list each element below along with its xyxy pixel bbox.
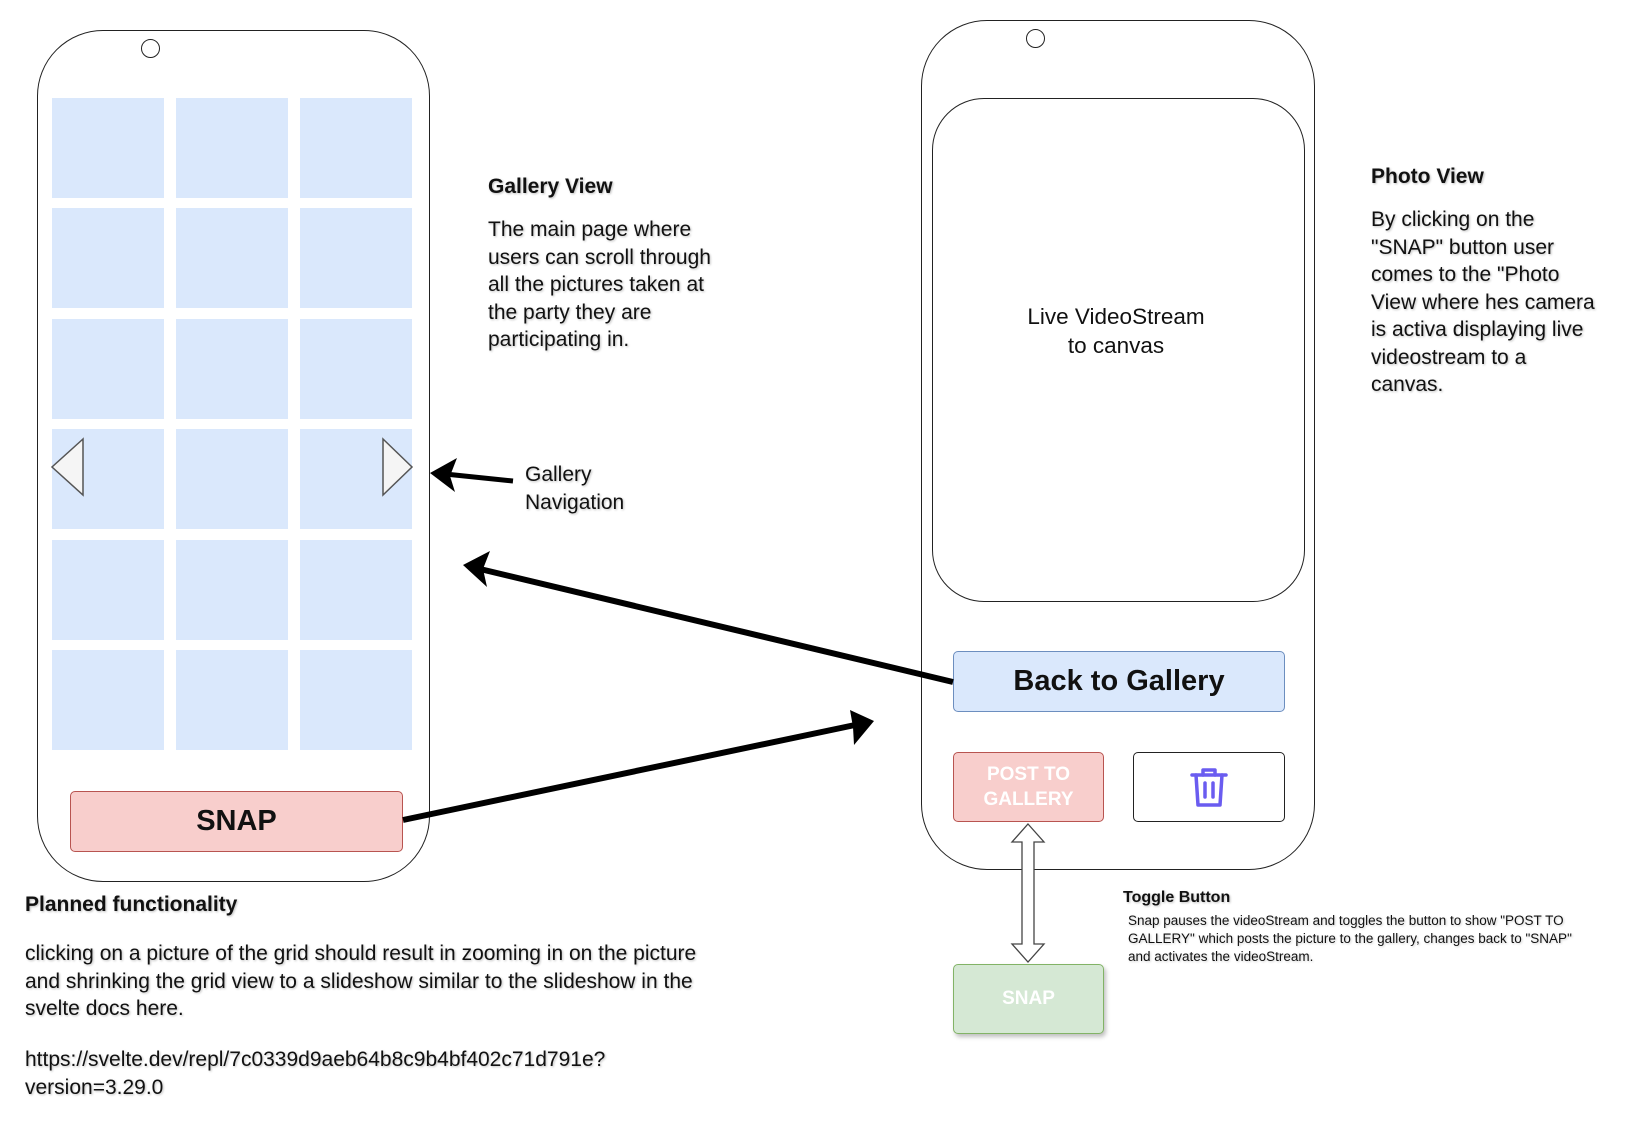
gallery-thumbnail[interactable] bbox=[300, 429, 412, 530]
gallery-phone-camera bbox=[141, 39, 160, 58]
planned-functionality-description: clicking on a picture of the grid should… bbox=[25, 942, 697, 1020]
gallery-thumbnail[interactable] bbox=[300, 649, 412, 750]
post-to-gallery-button[interactable]: POST TO GALLERY bbox=[953, 752, 1104, 822]
snap-toggle-button[interactable]: SNAP bbox=[953, 964, 1104, 1034]
svelte-docs-link[interactable]: https://svelte.dev/repl/7c0339d9aeb64b8c… bbox=[25, 1048, 606, 1099]
gallery-thumbnail[interactable] bbox=[52, 649, 164, 750]
gallery-grid bbox=[52, 98, 412, 750]
gallery-thumbnail[interactable] bbox=[176, 539, 288, 640]
gallery-thumbnail[interactable] bbox=[52, 429, 164, 530]
gallery-thumbnail[interactable] bbox=[300, 98, 412, 198]
gallery-navigation-label: Gallery Navigation bbox=[525, 463, 625, 514]
video-canvas bbox=[932, 98, 1305, 602]
post-to-gallery-label-line2: GALLERY bbox=[983, 789, 1074, 810]
gallery-thumbnail[interactable] bbox=[176, 429, 288, 530]
toggle-button-title: Toggle Button bbox=[1123, 889, 1231, 906]
gallery-thumbnail[interactable] bbox=[176, 649, 288, 750]
back-to-gallery-button[interactable]: Back to Gallery bbox=[953, 651, 1285, 712]
gallery-thumbnail[interactable] bbox=[176, 318, 288, 419]
gallery-thumbnail[interactable] bbox=[300, 208, 412, 309]
gallery-thumbnail[interactable] bbox=[52, 208, 164, 309]
toggle-button-description: Snap pauses the videoStream and toggles … bbox=[1128, 913, 1572, 964]
delete-button[interactable] bbox=[1133, 752, 1285, 822]
gallery-thumbnail[interactable] bbox=[52, 318, 164, 419]
gallery-thumbnail[interactable] bbox=[300, 539, 412, 640]
planned-functionality-title: Planned functionality bbox=[25, 893, 238, 916]
gallery-thumbnail[interactable] bbox=[300, 318, 412, 419]
back-to-gallery-label: Back to Gallery bbox=[1013, 665, 1225, 697]
post-to-gallery-label-line1: POST TO bbox=[986, 764, 1071, 785]
gallery-thumbnail[interactable] bbox=[52, 98, 164, 198]
photo-view-title: Photo View bbox=[1371, 165, 1484, 188]
trash-icon bbox=[1190, 768, 1228, 807]
video-canvas-label: Live VideoStream to canvas bbox=[1027, 304, 1205, 358]
photo-phone-camera bbox=[1026, 29, 1045, 48]
gallery-thumbnail[interactable] bbox=[176, 98, 288, 198]
snap-toggle-label: SNAP bbox=[1002, 988, 1055, 1009]
gallery-view-description: The main page where users can scroll thr… bbox=[488, 218, 711, 351]
gallery-thumbnail[interactable] bbox=[176, 208, 288, 309]
photo-phone-frame bbox=[921, 20, 1315, 870]
snap-button-label: SNAP bbox=[196, 805, 277, 837]
snap-to-photo-view-arrow bbox=[402, 722, 856, 823]
back-to-gallery-arrow bbox=[479, 566, 954, 685]
gallery-thumbnail[interactable] bbox=[52, 539, 164, 640]
photo-view-description: By clicking on the "SNAP" button user co… bbox=[1371, 208, 1595, 396]
gallery-view-title: Gallery View bbox=[488, 175, 613, 198]
gallery-navigation-arrow bbox=[444, 471, 514, 484]
snap-button[interactable]: SNAP bbox=[70, 791, 403, 852]
